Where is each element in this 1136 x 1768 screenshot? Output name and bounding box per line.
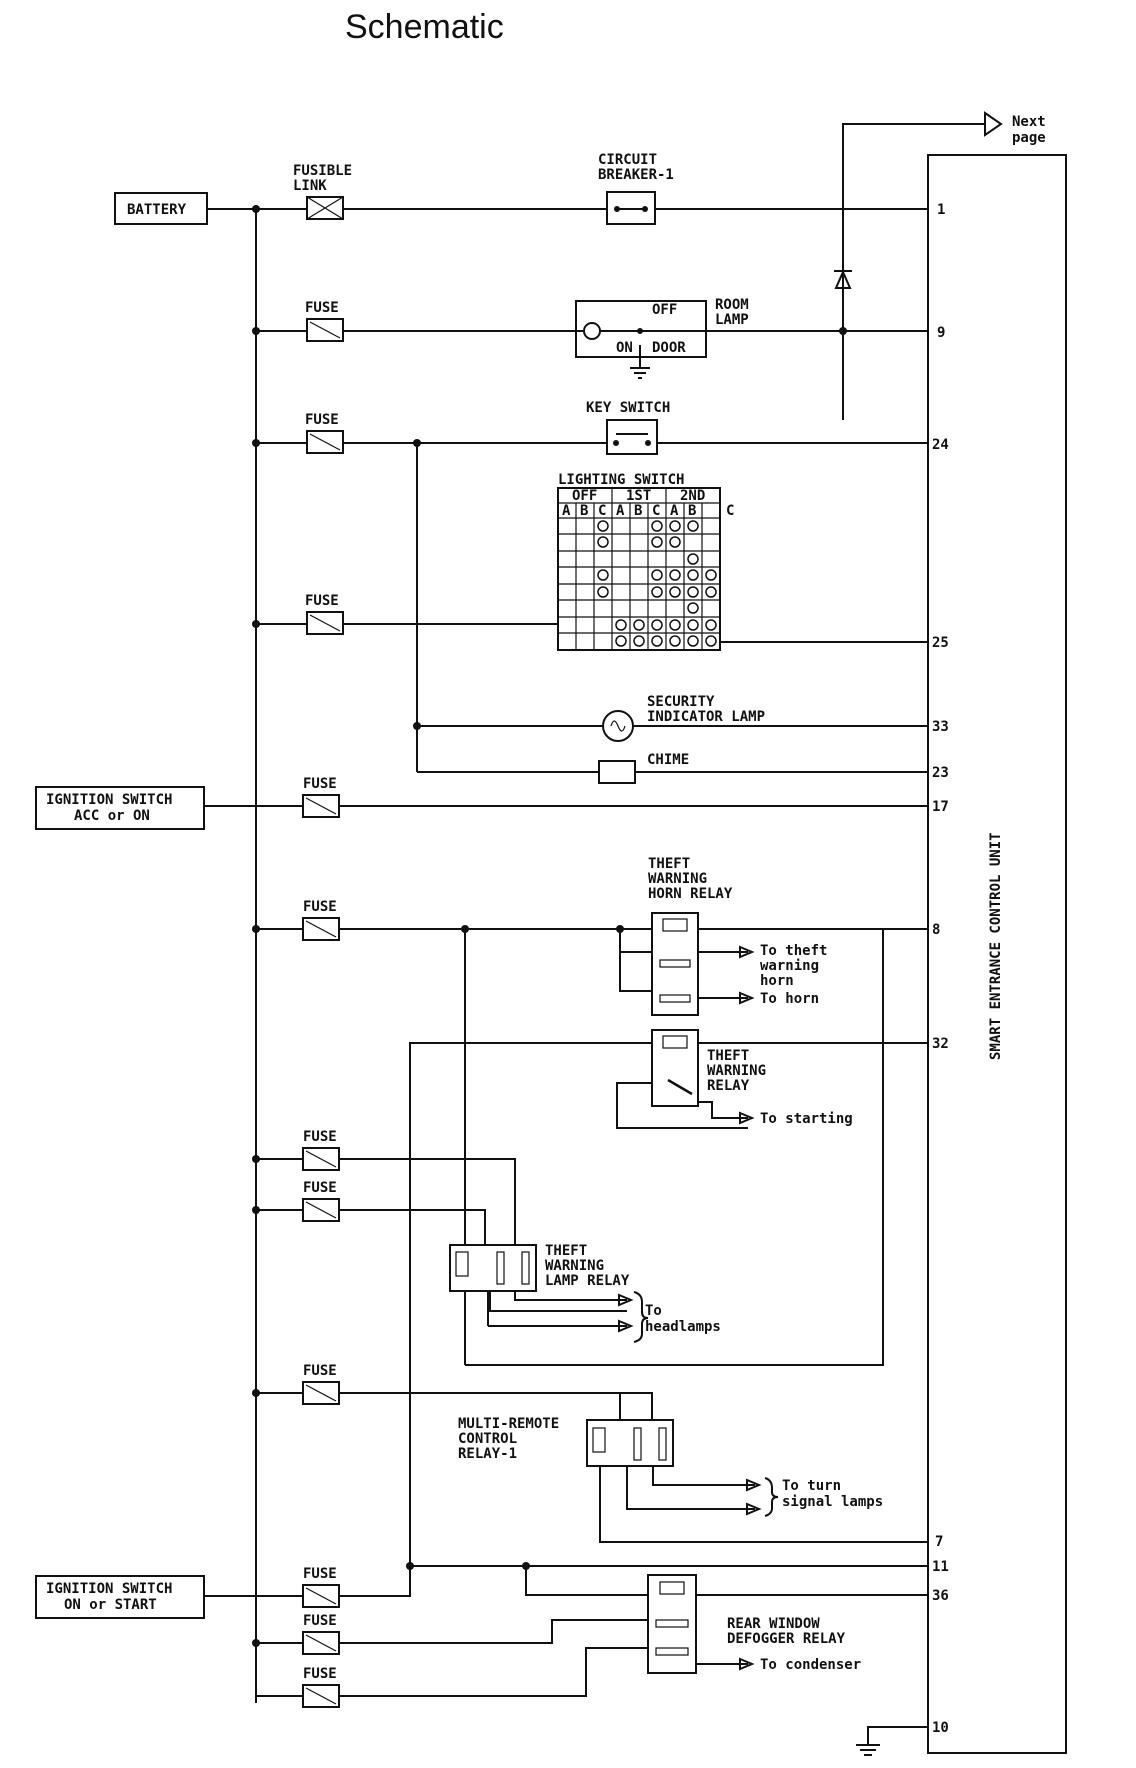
to-horn-label: To horn — [760, 991, 819, 1007]
room-lamp-bulb-icon — [583, 322, 601, 340]
ign-acc-label-2: ACC or ON — [74, 808, 150, 824]
pin-7: 7 — [935, 1534, 943, 1550]
multi-remote-relay-box — [586, 1419, 674, 1467]
ls-col-b: B — [580, 503, 588, 519]
page-title: Schematic — [345, 8, 504, 46]
room-lamp-label-1: ROOM — [715, 297, 749, 313]
pin-32: 32 — [932, 1036, 949, 1052]
theft-warning-relay-box — [651, 1029, 699, 1107]
room-on-label: ON — [616, 340, 633, 356]
defogger-relay-box — [647, 1574, 697, 1674]
lighting-switch-label: LIGHTING SWITCH — [558, 472, 684, 488]
to-headlamps-2: headlamps — [645, 1319, 721, 1335]
to-turn-label-1: To turn — [782, 1478, 841, 1494]
fuse-label: FUSE — [303, 1666, 337, 1682]
fuse-label: FUSE — [305, 412, 339, 428]
lamp-relay-label-3: LAMP RELAY — [545, 1273, 630, 1289]
lamp-relay-label-1: THEFT — [545, 1243, 587, 1259]
chime-label: CHIME — [647, 752, 689, 768]
pin-25: 25 — [932, 635, 949, 651]
fusible-link-label-2: LINK — [293, 178, 327, 194]
ls-2nd-label: 2ND — [680, 488, 705, 504]
fuse-label: FUSE — [303, 1129, 337, 1145]
key-switch-label: KEY SWITCH — [586, 400, 670, 416]
horn-relay-label-2: WARNING — [648, 871, 707, 887]
key-switch-icon — [606, 419, 658, 455]
battery-label: BATTERY — [127, 202, 187, 218]
horn-relay-box — [651, 912, 699, 1016]
fuse-label: FUSE — [305, 593, 339, 609]
warning-relay-label-2: WARNING — [707, 1063, 766, 1079]
lamp-relay-label-2: WARNING — [545, 1258, 604, 1274]
room-lamp-label-2: LAMP — [715, 312, 749, 328]
battery-box — [114, 192, 208, 225]
ignition-switch-acc-box — [35, 786, 205, 830]
pin-17: 17 — [932, 799, 949, 815]
security-lamp-label-2: INDICATOR LAMP — [647, 709, 765, 725]
to-turn-label-2: signal lamps — [782, 1494, 883, 1510]
room-door-label: DOOR — [652, 340, 686, 356]
ls-col-a: A — [562, 503, 571, 519]
pin-9: 9 — [937, 325, 945, 341]
fusible-link-label-1: FUSIBLE — [293, 163, 352, 179]
to-theft-horn-2: warning — [760, 958, 819, 974]
ls-off-label: OFF — [572, 488, 597, 504]
control-unit-label: SMART ENTRANCE CONTROL UNIT — [988, 832, 1004, 1060]
fuse-label: FUSE — [303, 1180, 337, 1196]
pin-24: 24 — [932, 437, 949, 453]
to-condenser-label: To condenser — [760, 1657, 861, 1673]
junction-dot — [252, 205, 260, 213]
circuit-breaker-label-2: BREAKER-1 — [598, 167, 674, 183]
ls-col-c: C — [598, 503, 606, 519]
warning-relay-label-1: THEFT — [707, 1048, 749, 1064]
ign-acc-label-1: IGNITION SWITCH — [46, 792, 172, 808]
pin-23: 23 — [932, 765, 949, 781]
room-off-label: OFF — [652, 302, 677, 318]
ls-col-a: A — [670, 503, 679, 519]
pin-11: 11 — [932, 1559, 949, 1575]
fuse-label: FUSE — [303, 1613, 337, 1629]
to-theft-horn-3: horn — [760, 973, 794, 989]
horn-relay-label-3: HORN RELAY — [648, 886, 733, 902]
pin-10: 10 — [932, 1720, 949, 1736]
ls-1st-label: 1ST — [626, 488, 651, 504]
to-theft-horn-1: To theft — [760, 943, 827, 959]
fuse-label: FUSE — [305, 300, 339, 316]
multi-remote-label-1: MULTI-REMOTE — [458, 1416, 559, 1432]
pin-33: 33 — [932, 719, 949, 735]
pin-1: 1 — [937, 202, 945, 218]
security-lamp-label-1: SECURITY — [647, 694, 715, 710]
ls-col-c: C — [652, 503, 660, 519]
ls-col-b: B — [688, 503, 696, 519]
next-page-label-2: page — [1012, 130, 1046, 146]
smart-entrance-control-unit — [927, 154, 1067, 1754]
horn-relay-label-1: THEFT — [648, 856, 690, 872]
ls-col-b: B — [634, 503, 642, 519]
multi-remote-label-2: CONTROL — [458, 1431, 517, 1447]
fuse-label: FUSE — [303, 899, 337, 915]
ls-col-a: A — [616, 503, 625, 519]
ign-start-label-2: ON or START — [64, 1597, 157, 1613]
ls-col-c: C — [726, 503, 734, 519]
lighting-switch-contacts — [597, 520, 717, 647]
fuse-label: FUSE — [303, 776, 337, 792]
defogger-relay-label-2: DEFOGGER RELAY — [727, 1631, 846, 1647]
pin-36: 36 — [932, 1588, 949, 1604]
warning-relay-label-3: RELAY — [707, 1078, 750, 1094]
chime-icon — [598, 760, 636, 784]
to-starting-label: To starting — [760, 1111, 853, 1127]
circuit-breaker-label-1: CIRCUIT — [598, 152, 657, 168]
to-headlamps-1: To — [645, 1303, 662, 1319]
ign-start-label-1: IGNITION SWITCH — [46, 1581, 172, 1597]
pin-8: 8 — [932, 922, 940, 938]
multi-remote-label-3: RELAY-1 — [458, 1446, 517, 1462]
defogger-relay-label-1: REAR WINDOW — [727, 1616, 820, 1632]
fuse-label: FUSE — [303, 1363, 337, 1379]
next-page-arrow-icon — [984, 111, 1003, 137]
fuse-label: FUSE — [303, 1566, 337, 1582]
next-page-label-1: Next — [1012, 114, 1046, 130]
ignition-switch-start-box — [35, 1575, 205, 1619]
